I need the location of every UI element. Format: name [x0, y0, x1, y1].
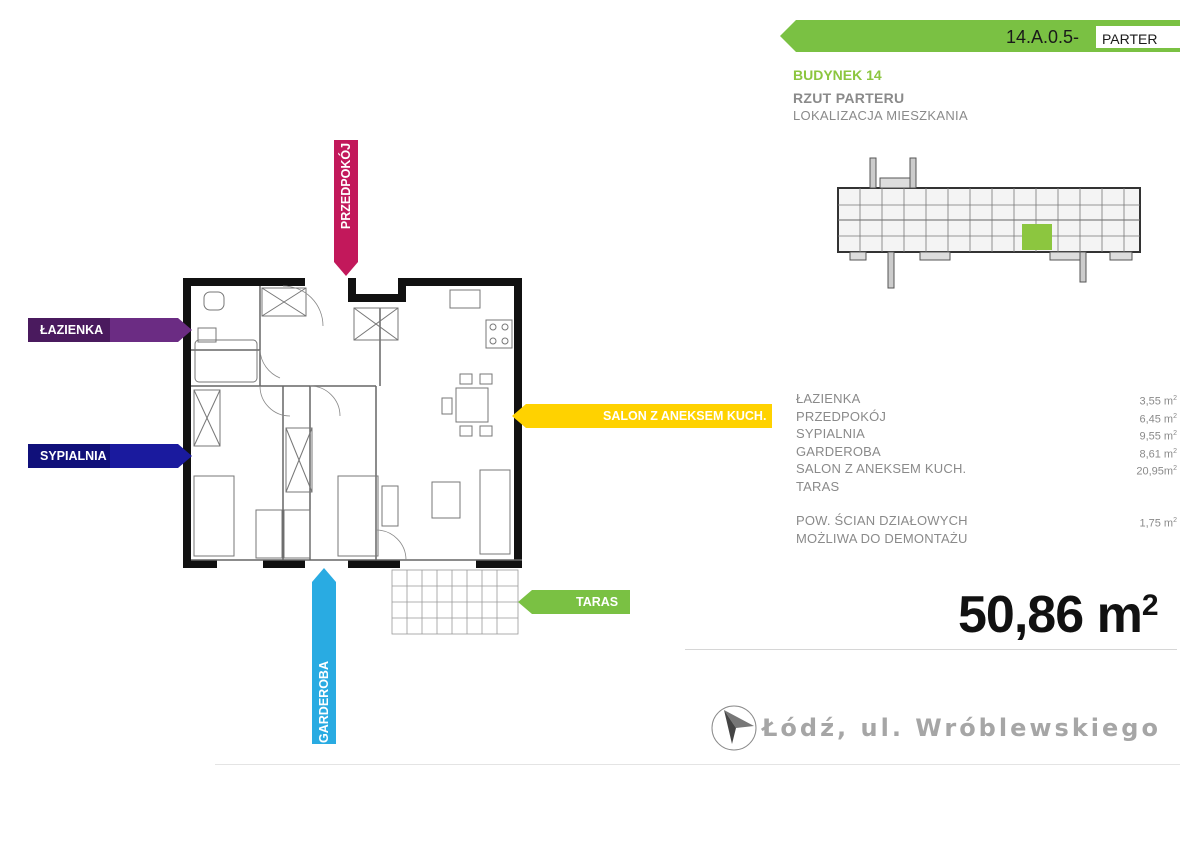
area-value: 6,45 m2: [1139, 412, 1177, 426]
floor-label: PARTER: [1102, 31, 1158, 47]
area-table: ŁAZIENKA 3,55 m2 PRZEDPOKÓJ 6,45 m2 SYPI…: [796, 390, 1180, 547]
area-value: 8,61 m2: [1139, 447, 1177, 461]
hall-tag-arrow: [334, 140, 358, 276]
total-value: 50,86: [958, 586, 1084, 644]
area-name: SALON Z ANEKSEM KUCH.: [796, 461, 967, 476]
area-row-terrace: TARAS: [796, 478, 1180, 496]
partition-line-2: MOŻLIWA DO DEMONTAŻU: [796, 530, 968, 546]
partition-line-1: POW. ŚCIAN DZIAŁOWYCH: [796, 513, 968, 528]
unit-highlight: [1022, 224, 1052, 250]
living-tag-arrow: [512, 404, 772, 428]
building-title: BUDYNEK 14: [793, 67, 882, 83]
area-row-living: SALON Z ANEKSEM KUCH. 20,95m2: [796, 460, 1180, 478]
bedroom-tag-arrow: [28, 444, 192, 468]
floor-plan: [183, 278, 522, 635]
partition-row: POW. ŚCIAN DZIAŁOWYCH 1,75 m2: [796, 512, 1180, 530]
location-title: LOKALIZACJA MIESZKANIA: [793, 108, 968, 123]
area-row-bathroom: ŁAZIENKA 3,55 m2: [796, 390, 1180, 408]
unit-code: 14.A.0.5-: [1006, 27, 1080, 47]
area-value: 3,55 m2: [1139, 395, 1177, 408]
terrace-tag-arrow: [518, 590, 630, 614]
living-tag: SALON Z ANEKSEM KUCH.: [603, 409, 767, 423]
area-row-hall: PRZEDPOKÓJ 6,45 m2: [796, 408, 1180, 426]
partition-row-2: MOŻLIWA DO DEMONTAŻU: [796, 530, 1180, 548]
area-name: GARDEROBA: [796, 443, 881, 459]
banner-arrow-shape: [780, 20, 1180, 52]
area-row-bedroom: SYPIALNIA 9,55 m2: [796, 425, 1180, 443]
divider: [215, 764, 1180, 765]
compass-icon: [711, 705, 757, 751]
total-area: 50,86 m2: [958, 585, 1159, 645]
area-name: TARAS: [796, 478, 840, 494]
area-name: PRZEDPOKÓJ: [796, 408, 887, 424]
terrace-grid: [391, 569, 519, 635]
address: Łódź, ul. Wróblewskiego: [762, 714, 1161, 742]
terrace-tag: TARAS: [576, 595, 619, 609]
wardrobe-tag: GARDEROBA: [317, 661, 331, 743]
hall-tag: PRZEDPOKÓJ: [339, 142, 353, 230]
wardrobe-tag-arrow: [312, 568, 336, 744]
bathroom-tag-arrow: [28, 318, 192, 342]
partition-value: 1,75 m2: [1139, 517, 1177, 530]
plan-title: RZUT PARTERU: [793, 90, 905, 106]
total-unit: m: [1096, 586, 1143, 644]
area-value: 20,95m2: [1136, 465, 1177, 478]
area-name: ŁAZIENKA: [796, 391, 861, 406]
total-unit-sup: 2: [1141, 589, 1159, 622]
bathroom-tag: ŁAZIENKA: [40, 323, 104, 337]
area-name: SYPIALNIA: [796, 426, 865, 441]
unit-banner: 14.A.0.5- PARTER: [780, 20, 1180, 52]
area-row-wardrobe: GARDEROBA 8,61 m2: [796, 443, 1180, 461]
building-key-plan: [837, 157, 1141, 289]
area-value: 9,55 m2: [1139, 430, 1177, 443]
divider: [685, 649, 1177, 650]
bedroom-tag: SYPIALNIA: [40, 449, 107, 463]
